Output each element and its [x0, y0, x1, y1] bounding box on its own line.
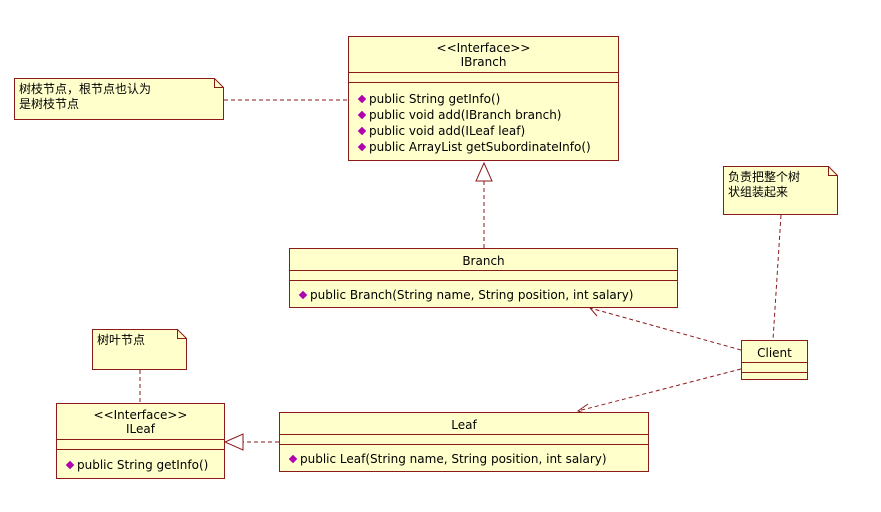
operation-icon — [298, 290, 308, 300]
client-class[interactable]: Client — [741, 340, 808, 380]
leaf-class[interactable]: Leaf public Leaf(String name, String pos… — [279, 412, 649, 472]
client-note-link — [772, 214, 782, 341]
note-shape — [92, 329, 187, 370]
client-name: Client — [757, 346, 792, 360]
leaf-note-text: 树叶节点 — [97, 333, 146, 347]
branch-op-constructor: public Branch(String name, String positi… — [298, 288, 633, 303]
ibranch-op-getinfo: public String getInfo() — [357, 92, 500, 107]
ileaf-stereotype: <<Interface>> — [93, 408, 188, 422]
leaf-op-constructor: public Leaf(String name, String position… — [288, 452, 607, 467]
branch-note[interactable]: 树枝节点，根节点也认为 是树枝节点 — [14, 78, 224, 120]
ibranch-op-add-leaf: public void add(ILeaf leaf) — [357, 124, 525, 139]
ileaf-name: ILeaf — [126, 422, 155, 436]
operation-icon — [357, 94, 367, 104]
branch-class[interactable]: Branch public Branch(String name, String… — [289, 248, 678, 308]
client-note[interactable]: 负责把整个树 状组装起来 — [723, 166, 839, 215]
ibranch-stereotype: <<Interface>> — [436, 41, 531, 55]
client-note-text: 负责把整个树 状组装起来 — [728, 170, 801, 199]
operation-icon — [357, 126, 367, 136]
ibranch-class[interactable]: <<Interface>> IBranch public String getI… — [348, 36, 619, 161]
ileaf-realization-head — [223, 433, 244, 451]
branch-note-text: 树枝节点，根节点也认为 是树枝节点 — [19, 82, 152, 111]
ibranch-op-get-subordinate: public ArrayList getSubordinateInfo() — [357, 140, 591, 155]
note-shape — [723, 166, 838, 215]
leaf-note[interactable]: 树叶节点 — [92, 329, 188, 370]
ileaf-op-getinfo: public String getInfo() — [65, 458, 208, 473]
operation-icon — [65, 460, 75, 470]
branch-name: Branch — [462, 254, 505, 268]
client-depends-branch — [589, 307, 742, 351]
ibranch-name: IBranch — [460, 55, 507, 69]
ibranch-realization-head — [475, 161, 493, 182]
ibranch-op-add-branch: public void add(IBranch branch) — [357, 108, 561, 123]
operation-icon — [357, 142, 367, 152]
operation-icon — [357, 110, 367, 120]
ileaf-class[interactable]: <<Interface>> ILeaf public String getInf… — [56, 403, 225, 479]
leaf-name: Leaf — [451, 418, 477, 432]
note-shape — [14, 78, 224, 120]
client-depends-leaf — [577, 368, 742, 412]
operation-icon — [288, 454, 298, 464]
